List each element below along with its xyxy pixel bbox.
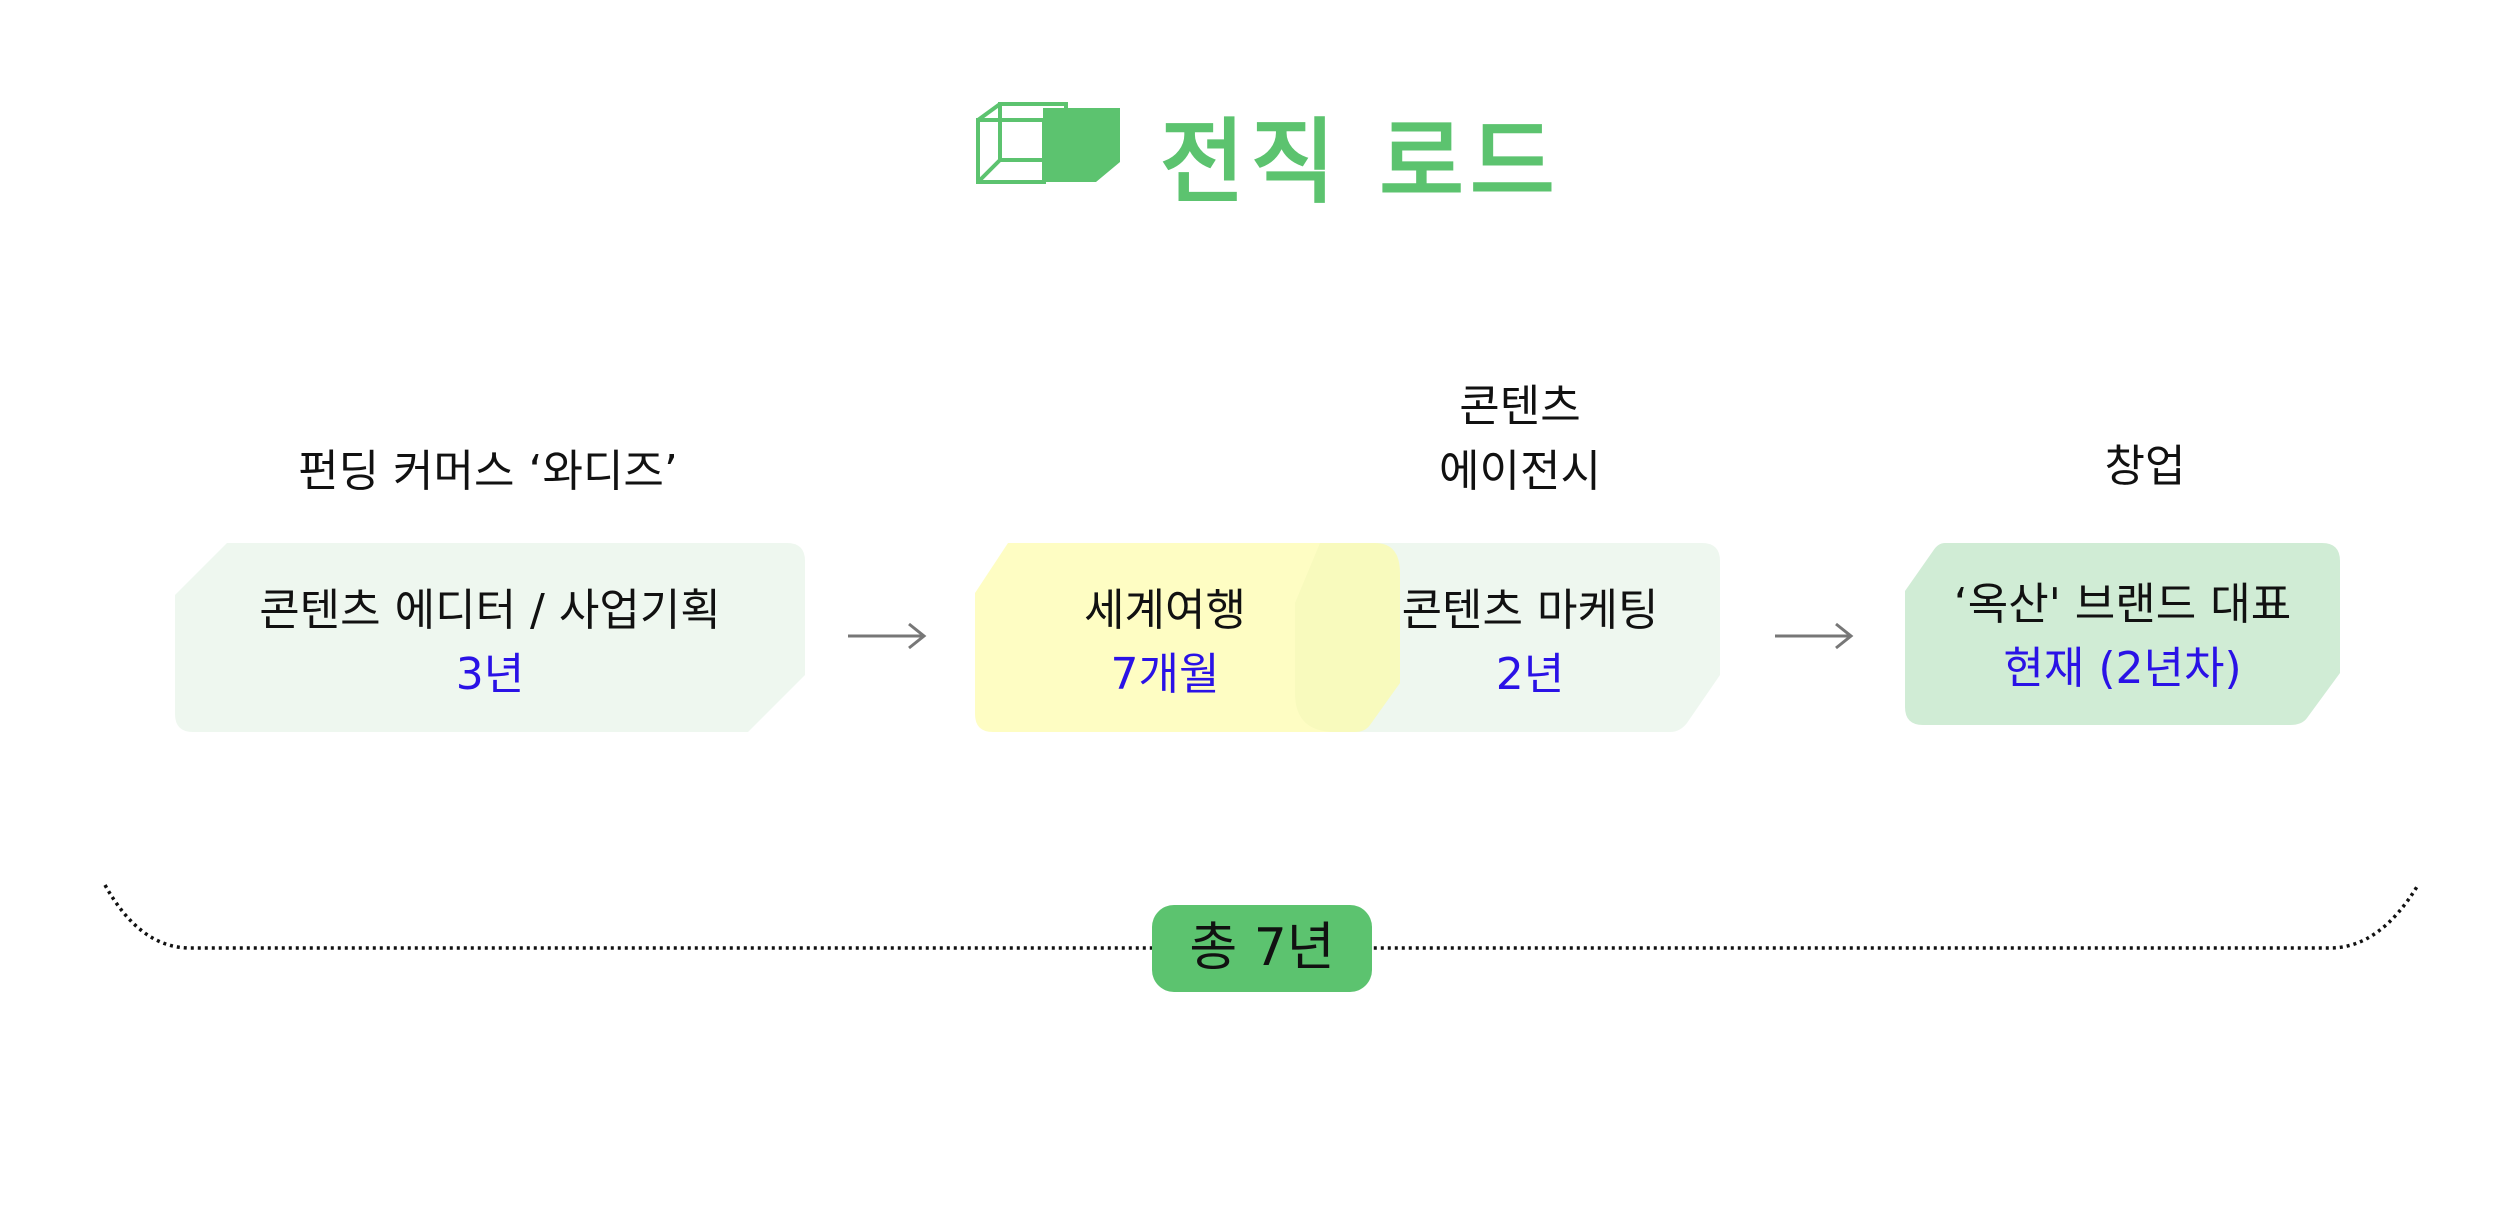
cube-icon (976, 102, 1120, 184)
stage-box-shape (1905, 543, 2340, 725)
stage-duration: 현재 (2년차) (2003, 643, 2242, 694)
total-badge: 총 7년 (1152, 905, 1372, 992)
stage-duration: 7개월 (1110, 649, 1220, 700)
stage-label-agency-line2: 에이전시 (1439, 446, 1601, 497)
stage-box-shapes (975, 543, 1720, 732)
stage-box-shape (175, 543, 805, 732)
stage-duration: 2년 (1495, 649, 1565, 700)
page-title: 전직 로드 (1160, 109, 1561, 216)
stage-label-agency-line1: 콘텐츠 (1459, 381, 1581, 432)
stage-label-wadiz: 펀딩 커머스 ‘와디즈’ (298, 446, 678, 497)
stage-duration: 3년 (455, 649, 525, 700)
stage-label-startup: 창업 (2104, 441, 2186, 492)
arrow-right-icon (1775, 622, 1854, 650)
arrow-right-icon (848, 622, 927, 650)
